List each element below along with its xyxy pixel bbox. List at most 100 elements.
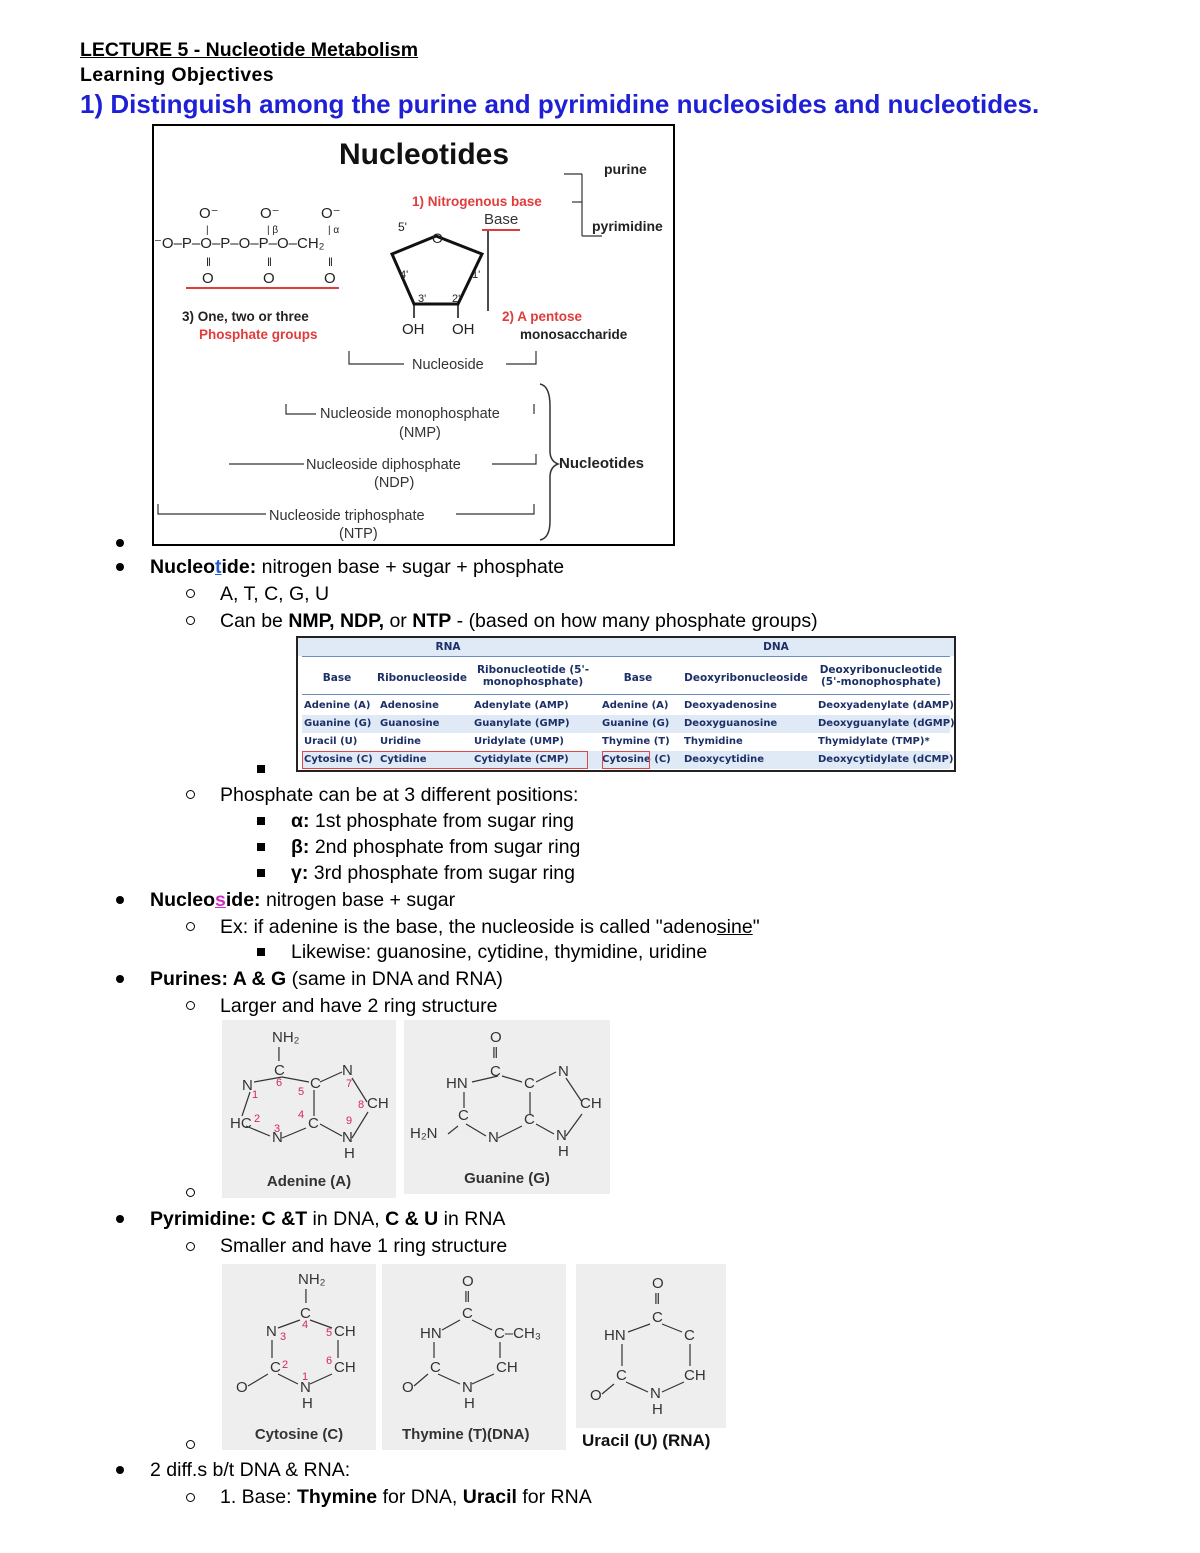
svg-text:2': 2' <box>452 293 460 305</box>
bases-list: A, T, C, G, U <box>220 583 330 605</box>
svg-text:C: C <box>310 1075 321 1092</box>
example-line: Ex: if adenine is the base, the nucleosi… <box>220 916 760 938</box>
svg-text:H: H <box>302 1395 313 1412</box>
table-header-cell: Base <box>623 672 653 684</box>
svg-text:N: N <box>558 1063 569 1080</box>
table-divider <box>302 694 950 695</box>
svg-text:Nucleotides: Nucleotides <box>559 455 644 472</box>
svg-text:CH: CH <box>334 1359 356 1376</box>
table-row-band <box>302 751 950 769</box>
table-cell: Cytosine (C) <box>602 754 671 765</box>
svg-text:| α: | α <box>328 225 339 236</box>
table-cell: Guanylate (GMP) <box>474 718 570 729</box>
svg-text:Nucleoside: Nucleoside <box>412 357 484 373</box>
svg-text:HN: HN <box>446 1075 468 1092</box>
svg-text:CH: CH <box>334 1323 356 1340</box>
svg-text:N: N <box>342 1129 353 1146</box>
pyrimidine-sub: Smaller and have 1 ring structure <box>220 1235 508 1257</box>
bullet <box>186 1440 195 1449</box>
svg-text:6: 6 <box>326 1355 332 1367</box>
bullet <box>186 616 195 625</box>
svg-text:OH: OH <box>452 321 475 338</box>
table-rna-label: RNA <box>435 641 461 653</box>
svg-text:H: H <box>464 1395 475 1412</box>
table-cell: Thymine (T) <box>602 736 670 747</box>
svg-text:C: C <box>458 1107 469 1124</box>
table-cell: Cytosine (C) <box>304 754 373 765</box>
svg-text:HC: HC <box>230 1115 252 1132</box>
table-cell: Uridylate (UMP) <box>474 736 564 747</box>
svg-text:(NTP): (NTP) <box>339 526 378 542</box>
svg-text:C: C <box>490 1063 501 1080</box>
svg-text:C: C <box>300 1305 311 1322</box>
purines-sub: Larger and have 2 ring structure <box>220 995 498 1017</box>
table-header-cell: Deoxyribonucleoside <box>684 672 808 684</box>
svg-text:O: O <box>202 270 214 287</box>
svg-text:2) A pentose: 2) A pentose <box>502 309 583 324</box>
svg-text:‖: ‖ <box>654 1291 660 1308</box>
table-cell: Deoxycytidylate (dCMP) <box>818 754 954 765</box>
svg-text:| β: | β <box>267 225 278 236</box>
svg-text:O: O <box>402 1379 414 1396</box>
figure-title: Nucleotides <box>339 138 509 171</box>
svg-text:HN: HN <box>604 1327 626 1344</box>
svg-text:Nucleoside monophosphate: Nucleoside monophosphate <box>320 406 500 422</box>
uracil-structure: O ‖ C HN C C CH O N H <box>576 1264 726 1428</box>
svg-text:|: | <box>304 1287 308 1304</box>
svg-text:C: C <box>524 1075 535 1092</box>
bullet <box>257 948 265 956</box>
nucleoside-definition: Nucleoside: nitrogen base + sugar <box>150 889 456 911</box>
svg-text:C: C <box>684 1327 695 1344</box>
table-cell: Deoxycytidine <box>684 754 765 765</box>
uracil-label: Uracil (U) (RNA) <box>582 1431 711 1450</box>
svg-text:N: N <box>650 1385 661 1402</box>
table-dna-label: DNA <box>763 641 789 653</box>
table-header-cell: Ribonucleotide (5'-monophosphate) <box>476 664 590 688</box>
nucleotide-definition: Nucleotide: nitrogen base + sugar + phos… <box>150 556 565 578</box>
svg-text:3': 3' <box>418 293 426 305</box>
table-cell: Deoxyadenosine <box>684 700 777 711</box>
svg-text:H: H <box>344 1145 355 1162</box>
svg-text:N: N <box>488 1129 499 1146</box>
bullet <box>186 1001 195 1010</box>
objective-heading: 1) Distinguish among the purine and pyri… <box>80 89 1040 119</box>
table-cell: Thymidine <box>684 736 743 747</box>
beta-line: β: 2nd phosphate from sugar ring <box>291 836 581 858</box>
alpha-line: α: 1st phosphate from sugar ring <box>291 810 574 832</box>
cytosine-label: Cytosine (C) <box>254 1426 344 1443</box>
svg-text:5: 5 <box>326 1327 332 1339</box>
svg-text:O: O <box>432 230 443 246</box>
gamma-line: γ: 3rd phosphate from sugar ring <box>291 862 575 884</box>
table-header-cell: Deoxyribonucleotide (5'-monophosphate) <box>819 664 943 688</box>
thymine-structure: O ‖ C HN C–CH₃ C CH O N H Thymine (T)(DN… <box>382 1264 566 1450</box>
bullet <box>257 869 265 877</box>
svg-text:O: O <box>324 270 336 287</box>
svg-text:‖: ‖ <box>206 255 211 269</box>
svg-text:NH₂: NH₂ <box>298 1271 326 1288</box>
svg-text:N: N <box>462 1379 473 1396</box>
table-cell: Cytidine <box>380 754 427 765</box>
bullet <box>116 1466 124 1474</box>
svg-text:‖: ‖ <box>267 255 272 269</box>
svg-text:C: C <box>524 1111 535 1128</box>
table-highlight-box <box>602 751 650 769</box>
thymine-label: Thymine (T)(DNA) <box>402 1426 530 1443</box>
svg-text:CH: CH <box>496 1359 518 1376</box>
svg-text:C: C <box>274 1062 285 1079</box>
table-group-header <box>298 638 954 656</box>
svg-text:C: C <box>308 1115 319 1132</box>
svg-text:3: 3 <box>274 1123 280 1135</box>
lecture-title: LECTURE 5 - Nucleotide Metabolism <box>80 39 419 61</box>
table-cell: Uracil (U) <box>304 736 358 747</box>
bullet <box>116 896 124 904</box>
svg-text:N: N <box>272 1129 283 1146</box>
svg-text:‖: ‖ <box>492 1045 498 1062</box>
svg-text:1) Nitrogenous base: 1) Nitrogenous base <box>412 194 542 209</box>
table-cell: Adenosine <box>380 700 439 711</box>
svg-text:|: | <box>206 225 209 236</box>
svg-text:O: O <box>263 270 275 287</box>
svg-text:pyrimidine: pyrimidine <box>592 218 663 234</box>
